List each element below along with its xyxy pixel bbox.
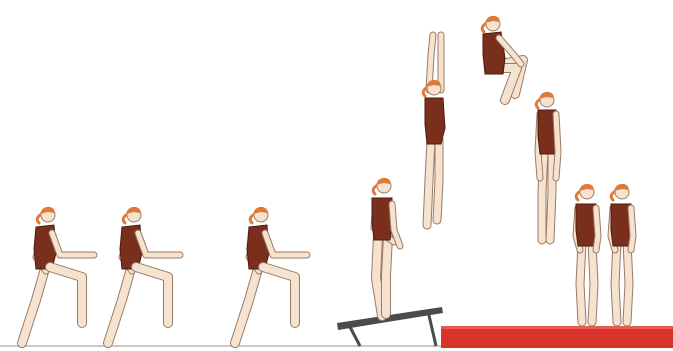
gymnast-descend	[536, 92, 558, 240]
landing-mat	[441, 326, 673, 348]
